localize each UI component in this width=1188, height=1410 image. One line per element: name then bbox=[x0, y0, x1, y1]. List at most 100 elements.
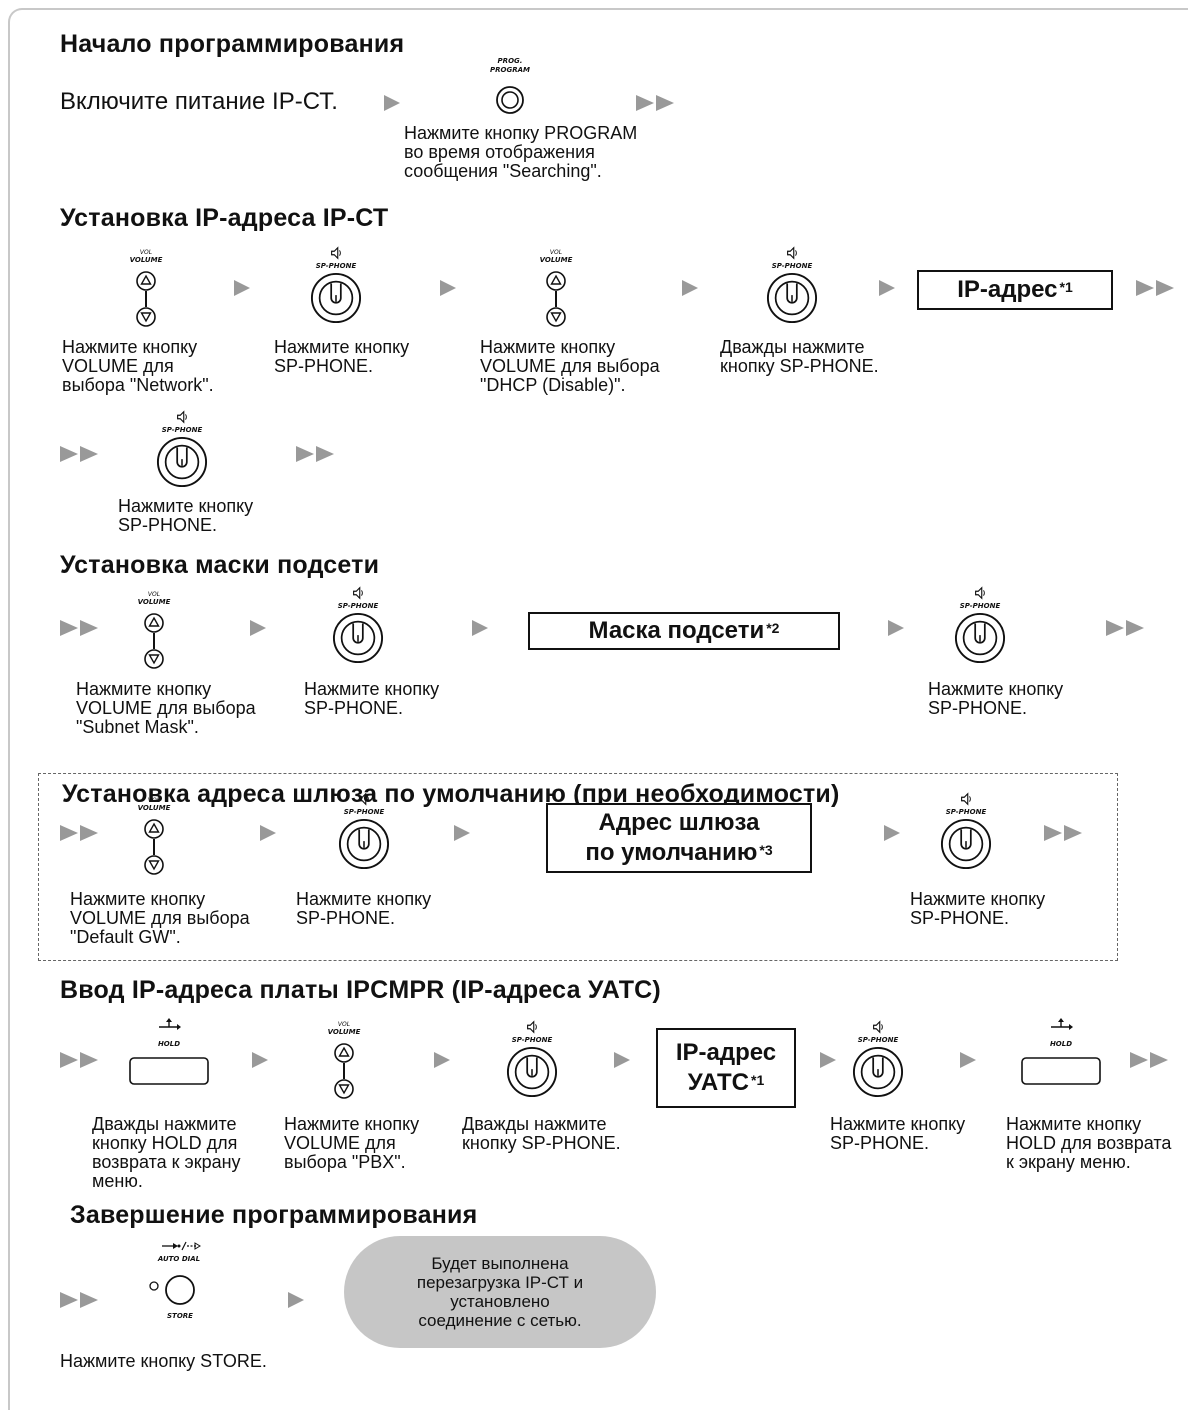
svg-text:VOLUME: VOLUME bbox=[130, 256, 163, 264]
volume-button-icon: VOL VOLUME bbox=[138, 591, 171, 670]
arrow-icon bbox=[612, 1050, 632, 1070]
power-on-text: Включите питание IP-СТ. bbox=[60, 88, 338, 115]
arrow-icon bbox=[232, 278, 252, 298]
svg-text:HOLD: HOLD bbox=[158, 1040, 180, 1048]
svg-text:VOL: VOL bbox=[550, 249, 562, 256]
svg-text:VOL: VOL bbox=[140, 249, 152, 256]
section-title-subnet: Установка маски подсети bbox=[60, 551, 380, 579]
section-title-start: Начало программирования bbox=[60, 30, 405, 58]
volume-button[interactable]: VOL VOLUME bbox=[536, 248, 576, 334]
ip-address-box: IP-адрес*1 bbox=[917, 270, 1113, 310]
sp-phone-button-icon: SP-PHONE bbox=[156, 411, 208, 488]
sp-phone-button[interactable]: SP-PHONE bbox=[322, 586, 394, 668]
program-button[interactable]: PROG. PROGRAM bbox=[470, 56, 550, 118]
double-arrow-icon bbox=[1128, 1050, 1172, 1070]
double-arrow-icon bbox=[1104, 618, 1148, 638]
double-arrow-icon bbox=[294, 444, 338, 464]
hold-button[interactable]: HOLD bbox=[1016, 1018, 1106, 1088]
sp-phone-button[interactable]: SP-PHONE bbox=[842, 1020, 914, 1102]
optional-section-frame bbox=[38, 773, 1118, 961]
svg-text:STORE: STORE bbox=[167, 1312, 193, 1320]
hold-button-icon: HOLD bbox=[129, 1018, 209, 1085]
svg-text:AUTO DIAL: AUTO DIAL bbox=[157, 1255, 200, 1263]
section-title-ip-address: Установка IP-адреса IP-СТ bbox=[60, 204, 389, 232]
svg-text:SP-PHONE: SP-PHONE bbox=[946, 808, 987, 816]
program-button-icon: PROG. PROGRAM bbox=[490, 57, 530, 114]
program-label: PROGRAM bbox=[490, 66, 530, 74]
hold-button-icon: HOLD bbox=[1021, 1018, 1101, 1085]
arrow-icon bbox=[882, 823, 902, 843]
volume-button[interactable]: VOL VOLUME bbox=[126, 248, 166, 334]
svg-text:VOL: VOL bbox=[148, 591, 160, 598]
default-gateway-box: Адрес шлюза по умолчанию*3 bbox=[546, 803, 812, 873]
volume-button[interactable]: VOL VOLUME bbox=[134, 590, 174, 676]
sp-phone-button-icon: SP-PHONE bbox=[852, 1021, 904, 1098]
arrow-icon bbox=[886, 618, 906, 638]
double-arrow-icon bbox=[58, 1290, 102, 1310]
step-caption: Нажмите кнопку STORE. bbox=[60, 1351, 267, 1371]
volume-button-icon: VOL VOLUME bbox=[130, 249, 163, 328]
sp-phone-button[interactable]: SP-PHONE bbox=[146, 410, 218, 492]
svg-text:SP-PHONE: SP-PHONE bbox=[512, 1036, 553, 1044]
sp-phone-button-icon: SP-PHONE bbox=[338, 793, 390, 870]
double-arrow-icon bbox=[1042, 823, 1086, 843]
sp-phone-button-icon: SP-PHONE bbox=[940, 793, 992, 870]
subnet-mask-box: Маска подсети*2 bbox=[528, 612, 840, 650]
sp-phone-button[interactable]: SP-PHONE bbox=[300, 246, 372, 328]
sp-phone-button-icon: SP-PHONE bbox=[310, 247, 362, 324]
sp-phone-button[interactable]: SP-PHONE bbox=[930, 792, 1002, 874]
svg-text:VOLUME: VOLUME bbox=[540, 256, 573, 264]
svg-text:VOLUME: VOLUME bbox=[138, 598, 171, 606]
sp-phone-button[interactable]: SP-PHONE bbox=[328, 792, 400, 874]
section-title-pbx: Ввод IP-адреса платы IPCMPR (IP-адреса У… bbox=[60, 976, 661, 1004]
volume-button-icon: VOL VOLUME bbox=[328, 1021, 361, 1100]
store-button-icon: AUTO DIAL STORE bbox=[149, 1241, 201, 1320]
volume-button[interactable]: VOL VOLUME bbox=[134, 796, 174, 882]
svg-text:VOL: VOL bbox=[338, 1021, 350, 1028]
arrow-icon bbox=[452, 823, 472, 843]
sp-phone-button[interactable]: SP-PHONE bbox=[756, 246, 828, 328]
volume-button[interactable]: VOL VOLUME bbox=[324, 1020, 364, 1106]
svg-text:SP-PHONE: SP-PHONE bbox=[162, 426, 203, 434]
svg-text:SP-PHONE: SP-PHONE bbox=[772, 262, 813, 270]
svg-text:SP-PHONE: SP-PHONE bbox=[338, 602, 379, 610]
arrow-icon bbox=[286, 1290, 306, 1310]
arrow-icon bbox=[470, 618, 490, 638]
sp-phone-button[interactable]: SP-PHONE bbox=[944, 586, 1016, 668]
svg-text:VOLUME: VOLUME bbox=[138, 804, 171, 812]
sp-phone-button-icon: SP-PHONE bbox=[506, 1021, 558, 1098]
arrow-icon bbox=[877, 278, 897, 298]
arrow-icon bbox=[258, 823, 278, 843]
sp-phone-button-icon: SP-PHONE bbox=[954, 587, 1006, 664]
prog-label: PROG. bbox=[498, 57, 523, 65]
store-button[interactable]: AUTO DIAL STORE bbox=[144, 1240, 214, 1322]
svg-text:SP-PHONE: SP-PHONE bbox=[960, 602, 1001, 610]
arrow-icon bbox=[432, 1050, 452, 1070]
sp-phone-button-icon: SP-PHONE bbox=[766, 247, 818, 324]
sp-phone-button[interactable]: SP-PHONE bbox=[496, 1020, 568, 1102]
sp-phone-button-icon: SP-PHONE bbox=[332, 587, 384, 664]
double-arrow-icon bbox=[58, 444, 102, 464]
double-arrow-icon bbox=[58, 618, 102, 638]
result-bubble: Будет выполнена перезагрузка IP-СТ и уст… bbox=[344, 1236, 656, 1348]
svg-text:SP-PHONE: SP-PHONE bbox=[316, 262, 357, 270]
double-arrow-icon bbox=[58, 823, 102, 843]
volume-button-icon: VOL VOLUME bbox=[138, 797, 171, 876]
double-arrow-icon bbox=[1134, 278, 1178, 298]
double-arrow-icon bbox=[58, 1050, 102, 1070]
hold-button[interactable]: HOLD bbox=[124, 1018, 214, 1088]
arrow-icon bbox=[248, 618, 268, 638]
svg-text:SP-PHONE: SP-PHONE bbox=[858, 1036, 899, 1044]
